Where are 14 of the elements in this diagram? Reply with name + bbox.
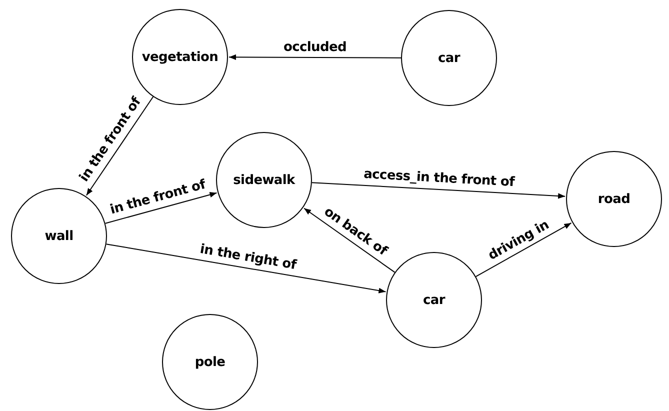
arrow: [228, 54, 402, 60]
node-label: pole: [194, 354, 226, 370]
node-label: wall: [44, 228, 74, 244]
arrow: [304, 208, 396, 273]
node-label: sidewalk: [233, 172, 295, 188]
arrow: [104, 192, 218, 224]
node-label: car: [423, 292, 445, 308]
node-label: vegetation: [142, 50, 218, 64]
arrow: [475, 222, 572, 277]
arrow: [86, 96, 154, 196]
arrow: [311, 182, 566, 199]
node-label: road: [598, 192, 630, 206]
node-label: car: [438, 50, 460, 66]
arrow: [106, 244, 386, 294]
